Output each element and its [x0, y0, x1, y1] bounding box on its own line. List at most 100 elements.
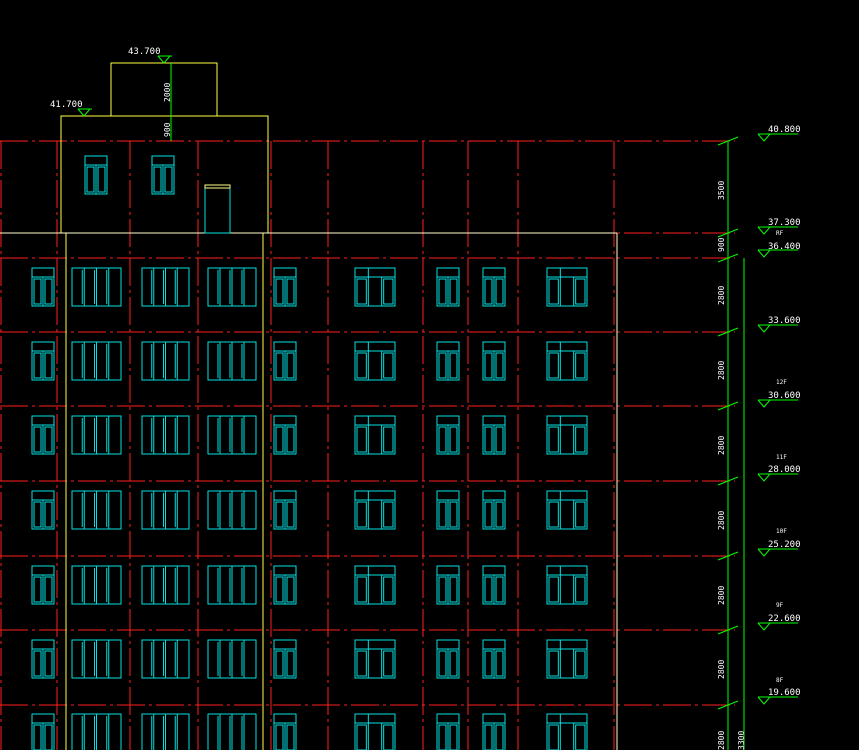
window-sash [495, 501, 504, 528]
window-sliding [71, 341, 122, 381]
window-frame [354, 267, 396, 307]
window-wide [546, 639, 588, 679]
floor-tag-rf: RF [776, 230, 784, 237]
window-frame [546, 267, 588, 307]
dim-2800-b: 2800 [717, 361, 726, 380]
window-small [436, 415, 460, 455]
window-sash [495, 352, 504, 379]
window-wide [546, 565, 588, 605]
window-sash [548, 278, 559, 305]
dim-3500: 3500 [717, 181, 726, 200]
window-sash [495, 576, 504, 603]
window-sash [286, 352, 295, 379]
level-label-37300: 37.300 [768, 218, 801, 228]
dimension-tick [717, 625, 739, 635]
floor-tags: RF 12F 11F 10F 9F 8F [776, 230, 787, 684]
window-sash [44, 650, 53, 677]
window-small [436, 341, 460, 381]
level-marker [757, 548, 798, 557]
window-sash [484, 724, 493, 750]
window-frame [546, 713, 588, 750]
level-marker [157, 55, 172, 64]
window-small [31, 565, 55, 605]
window-sash [449, 426, 458, 453]
window-sash [286, 501, 295, 528]
window-small [84, 155, 108, 195]
window-frame [436, 713, 460, 750]
level-label-28000: 28.000 [768, 465, 801, 475]
dimension-tick [717, 700, 739, 710]
window-sliding [141, 639, 190, 679]
dim-3300: 3300 [737, 731, 746, 750]
window-sash [44, 724, 53, 750]
window-sash [495, 724, 504, 750]
window-sash [286, 650, 295, 677]
stair-core-outline [60, 115, 269, 233]
window-sash [44, 576, 53, 603]
window-small [436, 267, 460, 307]
window-small [482, 267, 506, 307]
window-sash [495, 650, 504, 677]
window-sash [383, 650, 394, 677]
window-sash [383, 501, 394, 528]
level-marker [757, 133, 798, 142]
window-wide [546, 713, 588, 750]
window-small [436, 565, 460, 605]
window-frame [354, 639, 396, 679]
window-sash [33, 426, 42, 453]
window-sash [153, 166, 162, 193]
level-label-19600: 19.600 [768, 688, 801, 698]
window-sliding [207, 713, 257, 750]
window-sliding [207, 565, 257, 605]
window-wide [354, 565, 396, 605]
window-frame [354, 341, 396, 381]
window-sash [275, 352, 284, 379]
window-sliding [207, 415, 257, 455]
level-label-roof-top: 43.700 [128, 47, 161, 57]
window-small [151, 155, 175, 195]
window-sash [438, 501, 447, 528]
level-marker-triangle [757, 696, 771, 705]
window-sash [449, 278, 458, 305]
window-sash [383, 278, 394, 305]
window-wide [354, 639, 396, 679]
window-sliding [71, 713, 122, 750]
window-sash [484, 278, 493, 305]
window-sash [575, 501, 586, 528]
window-wide [354, 415, 396, 455]
window-sash [286, 724, 295, 750]
dim-2800-g: 2800 [717, 731, 726, 750]
window-sash [438, 650, 447, 677]
window-sash [275, 426, 284, 453]
window-small [482, 565, 506, 605]
window-frame [546, 490, 588, 530]
window-sash [33, 650, 42, 677]
window-sash [548, 426, 559, 453]
window-sash [495, 278, 504, 305]
window-sash [575, 278, 586, 305]
roof-door [204, 184, 231, 234]
window-sash [484, 501, 493, 528]
window-sliding [141, 490, 190, 530]
window-sash [286, 426, 295, 453]
window-sash [484, 352, 493, 379]
window-sash [449, 352, 458, 379]
window-sliding [71, 639, 122, 679]
window-wide [354, 490, 396, 530]
window-sliding [71, 490, 122, 530]
dimension-tick [717, 253, 739, 263]
window-sash [275, 278, 284, 305]
window-small [31, 490, 55, 530]
window-small [273, 713, 297, 750]
window-sash [383, 352, 394, 379]
level-marker-triangle [157, 55, 171, 64]
window-small [273, 341, 297, 381]
window-sash [575, 352, 586, 379]
dimension-lines [77, 55, 798, 750]
window-small [31, 639, 55, 679]
level-marker-triangle [77, 108, 91, 117]
window-sliding [141, 415, 190, 455]
window-wide [354, 713, 396, 750]
window-small [482, 415, 506, 455]
level-label-33600: 33.600 [768, 316, 801, 326]
